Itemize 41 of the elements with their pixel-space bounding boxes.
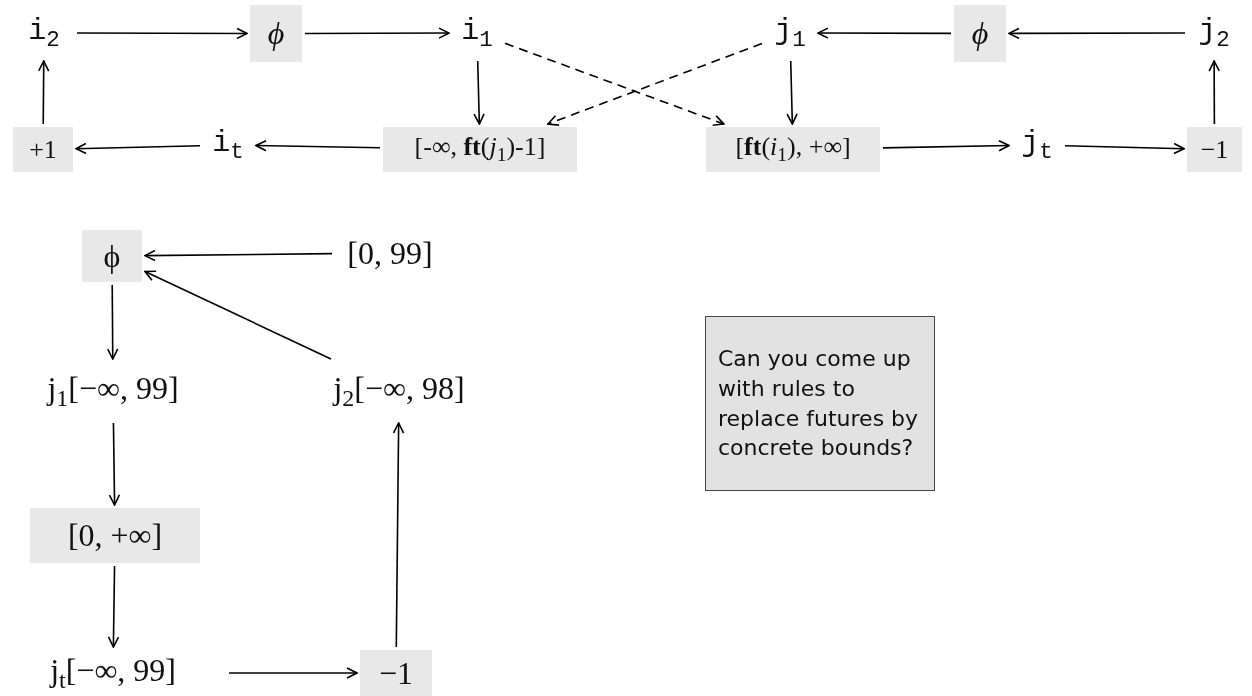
arrow <box>107 565 120 648</box>
arrow <box>1008 27 1186 40</box>
arrow <box>473 60 485 125</box>
arrow <box>817 27 952 39</box>
arrow <box>75 142 201 155</box>
value-box: +1 <box>13 127 73 172</box>
interval-box: [-∞, ft(j$_{1}$)-1] <box>383 127 577 172</box>
arrow <box>144 249 333 262</box>
arrow <box>392 422 405 648</box>
variable-label: i$_{t}$ <box>212 125 244 165</box>
value-box: −1 <box>1187 127 1242 172</box>
arrow <box>108 422 121 506</box>
dashed-arrow <box>504 42 725 127</box>
interval-box: [0, +∞] <box>30 508 200 563</box>
variable-label: j$_{1}$ <box>774 13 806 53</box>
variable-interval-label: j$_{1}$[−∞, 99] <box>47 369 179 413</box>
arrow <box>228 667 358 679</box>
variable-label: j$_{t}$ <box>1021 125 1053 165</box>
arrow <box>1064 142 1185 155</box>
arrow <box>76 27 248 40</box>
dashed-arrow <box>547 42 763 126</box>
arrow <box>144 270 332 360</box>
arrow <box>304 27 450 39</box>
value-box: ϕ <box>250 5 302 62</box>
arrow <box>882 139 1010 152</box>
value-box: ϕ <box>954 5 1006 62</box>
interval-box: [ft(i$_{1}$), +∞] <box>706 127 880 172</box>
question-box: Can you come up with rules to replace futures by concrete bounds? <box>705 316 935 491</box>
arrow <box>37 60 50 125</box>
arrow <box>1208 60 1220 125</box>
variable-interval-label: j$_{2}$[−∞, 98] <box>333 369 465 413</box>
variable-label: i$_{2}$ <box>28 13 60 53</box>
value-box: ϕ <box>82 230 142 282</box>
variable-label: j$_{2}$ <box>1198 13 1230 53</box>
variable-label: i$_{1}$ <box>461 13 493 53</box>
interval-label: [0, 99] <box>347 234 433 272</box>
arrow <box>255 139 381 152</box>
value-box: −1 <box>360 650 432 696</box>
variable-interval-label: j$_{t}$[−∞, 99] <box>50 651 176 695</box>
arrow <box>786 60 798 125</box>
arrow <box>106 284 119 360</box>
